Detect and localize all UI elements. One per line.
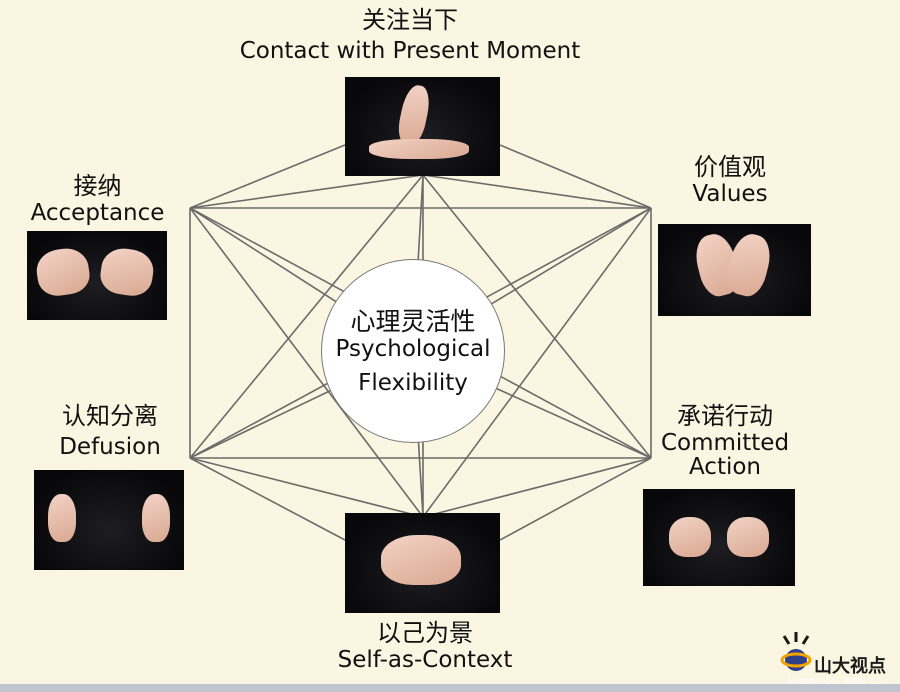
center-en-line2: Flexibility [358, 370, 468, 396]
connector-upper-right-to-top-photo [499, 144, 652, 209]
bottom-strip [0, 684, 900, 692]
connector-lower-right-to-bottom [422, 457, 652, 518]
hand-shape [369, 139, 469, 159]
hand-shape [98, 245, 156, 299]
label-acceptance-zh: 接纳 [73, 172, 122, 200]
photo-self-as-context [345, 513, 500, 613]
center-en-line1: Psychological [335, 336, 491, 362]
label-acceptance-en: Acceptance [30, 200, 165, 227]
label-values-zh: 价值观 [694, 153, 766, 181]
hand-shape [669, 517, 711, 557]
label-committed-action-en2: Action [688, 454, 762, 481]
connector-bottom-to-upper-left [189, 207, 424, 518]
hand-shape [381, 535, 461, 585]
connector-top-to-lower-right [422, 174, 652, 459]
photo-values [658, 224, 811, 316]
connector-top-to-upper-left [189, 174, 424, 209]
connector-upper-right-to-bottom [422, 207, 652, 518]
label-self-as-context-zh: 以己为景 [377, 619, 473, 647]
connector-top-to-upper-right [422, 174, 652, 209]
label-defusion: 认知分离 Defusion [30, 402, 190, 461]
photo-acceptance [27, 231, 167, 320]
label-self-as-context: 以己为景 Self-as-Context [280, 619, 570, 674]
hand-shape [34, 245, 92, 299]
label-defusion-zh: 认知分离 [62, 402, 158, 430]
label-values: 价值观 Values [660, 153, 800, 208]
photo-present-moment [345, 77, 500, 176]
logo-text: 山大视点 [814, 656, 886, 677]
label-self-as-context-en: Self-as-Context [337, 647, 513, 674]
connector-upper-left-to-top-photo [189, 144, 346, 209]
logo-icon [780, 632, 812, 671]
label-values-en: Values [692, 181, 768, 208]
center-zh: 心理灵活性 [350, 307, 476, 336]
connector-lower-left-to-bottom-photo [189, 457, 346, 541]
label-present-moment-zh: 关注当下 [362, 6, 458, 34]
photo-committed-action [643, 489, 795, 586]
label-defusion-en: Defusion [59, 434, 161, 461]
connector-top-to-lower-left [189, 174, 424, 459]
label-present-moment-en: Contact with Present Moment [239, 38, 581, 65]
hand-shape [723, 230, 775, 300]
hand-shape [727, 517, 769, 557]
hand-shape [142, 494, 170, 542]
photo-defusion [34, 470, 184, 570]
hand-shape [48, 494, 76, 542]
logo-url: view.sdu.edu.cn [788, 674, 884, 687]
label-committed-action-zh: 承诺行动 [677, 402, 773, 430]
connector-bottom-to-lower-left [189, 457, 424, 518]
label-committed-action-en1: Committed [660, 430, 790, 457]
connector-lower-right-to-bottom-photo [499, 457, 652, 541]
label-acceptance: 接纳 Acceptance [25, 172, 170, 227]
hand-shape [395, 82, 433, 148]
label-present-moment: 关注当下 Contact with Present Moment [200, 6, 620, 65]
logo-sdu-view: 山大视点 view.sdu.edu.cn [778, 626, 896, 687]
label-committed-action: 承诺行动 Committed Action [650, 402, 800, 481]
center-circle-psychological-flexibility: 心理灵活性 Psychological Flexibility [321, 259, 505, 443]
